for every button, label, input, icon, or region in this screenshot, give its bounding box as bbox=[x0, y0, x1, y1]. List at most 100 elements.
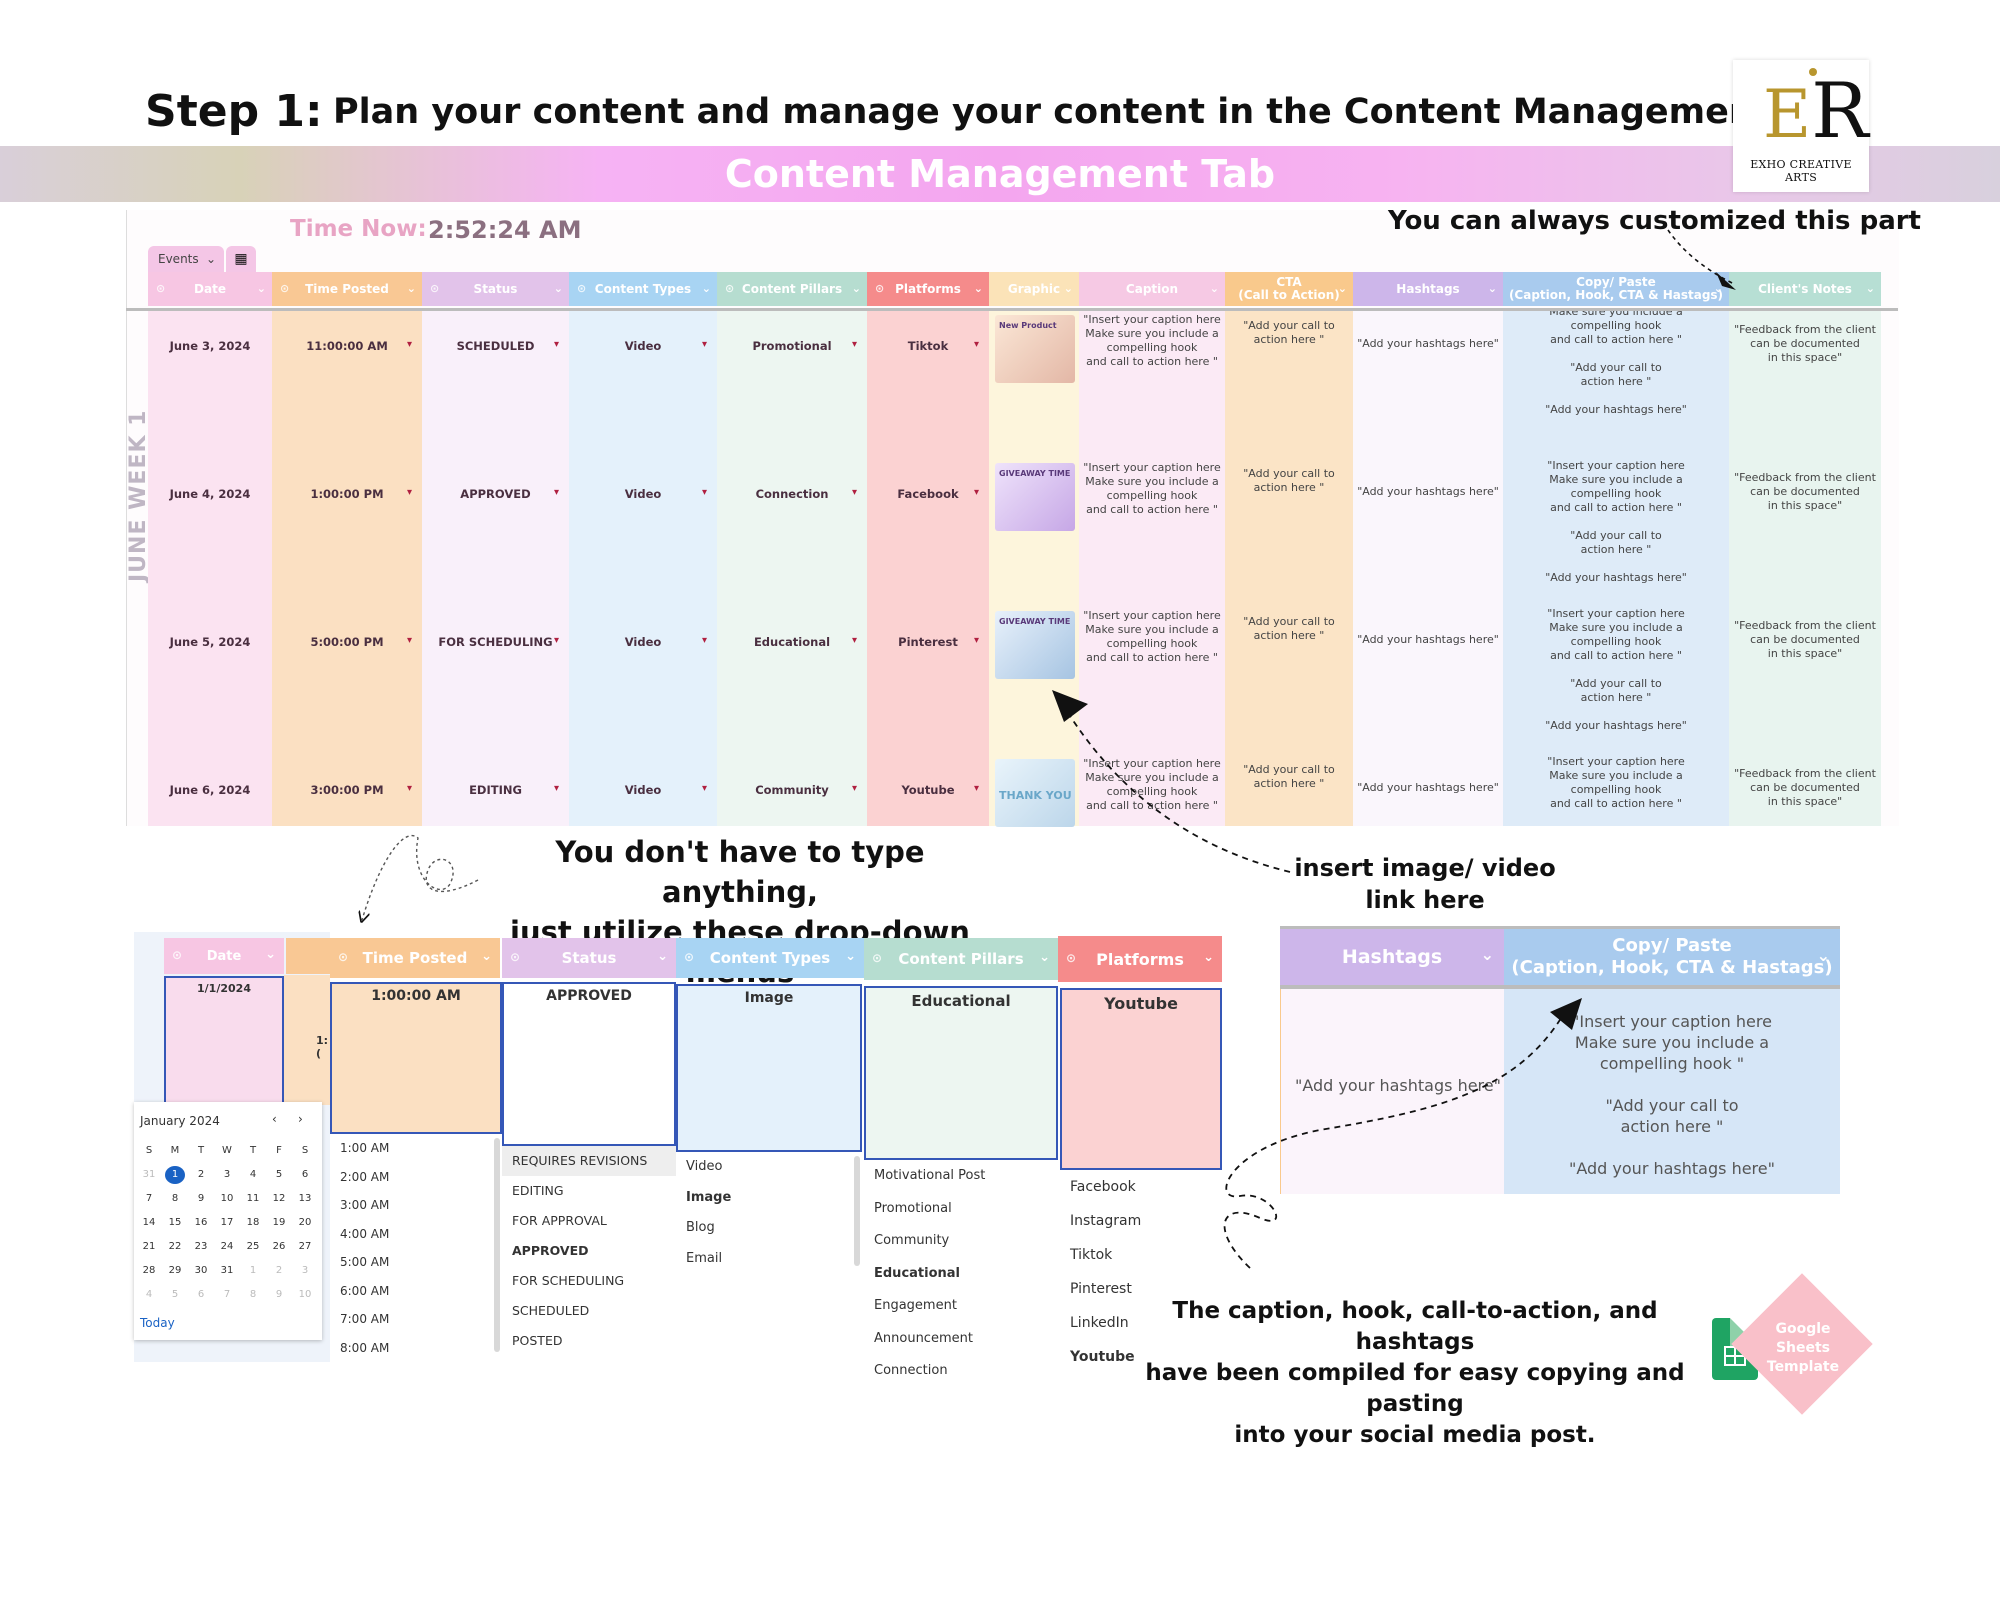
hashtags-header[interactable]: Hashtags ⌄ bbox=[1280, 929, 1504, 985]
selected-type-cell[interactable]: Image bbox=[676, 984, 862, 1152]
cell-pillar[interactable]: Community▾ bbox=[717, 783, 867, 797]
lower-header-type[interactable]: Content Types⊙⌄ bbox=[676, 938, 864, 978]
cell-platform[interactable]: Pinterest▾ bbox=[867, 635, 989, 649]
content-pillar-menu-option[interactable]: Community bbox=[874, 1233, 950, 1248]
calendar-day[interactable]: 4 bbox=[145, 1289, 153, 1300]
dropdown-arrow-icon[interactable]: ▾ bbox=[851, 635, 857, 646]
cell-cta[interactable]: "Add your call to action here " bbox=[1243, 319, 1335, 346]
dropdown-arrow-icon[interactable]: ▾ bbox=[553, 783, 559, 794]
graphic-thumbnail[interactable]: GIVEAWAY TIME bbox=[995, 463, 1075, 531]
cell-notes[interactable]: "Feedback from the client can be documen… bbox=[1734, 767, 1876, 808]
header-time[interactable]: Time Posted⊙⌄ bbox=[272, 272, 422, 306]
content-pillar-menu-option[interactable]: Announcement bbox=[874, 1330, 973, 1346]
cell-pillar[interactable]: Connection▾ bbox=[717, 487, 867, 501]
cell-caption[interactable]: "Insert your caption here Make sure you … bbox=[1083, 461, 1221, 516]
cell-time[interactable]: 5:00:00 PM▾ bbox=[272, 635, 422, 649]
dropdown-arrow-icon[interactable]: ▾ bbox=[406, 487, 412, 498]
platform-menu-option[interactable]: Pinterest bbox=[1070, 1281, 1132, 1297]
content-pillar-menu-option[interactable]: Connection bbox=[874, 1363, 948, 1378]
cell-caption[interactable]: "Insert your caption here Make sure you … bbox=[1083, 757, 1221, 812]
dropdown-arrow-icon[interactable]: ▾ bbox=[701, 783, 707, 794]
lower-header-date[interactable]: Date⊙⌄ bbox=[164, 938, 284, 974]
calendar-day[interactable]: 9 bbox=[197, 1193, 205, 1204]
calendar-day[interactable]: 29 bbox=[168, 1265, 182, 1276]
calendar-icon[interactable]: ▦ bbox=[226, 246, 256, 272]
calendar-day[interactable]: 19 bbox=[272, 1217, 286, 1228]
time-menu-option[interactable]: 6:00 AM bbox=[340, 1283, 390, 1298]
dropdown-arrow-icon[interactable]: ▾ bbox=[553, 487, 559, 498]
dropdown-arrow-icon[interactable]: ▾ bbox=[851, 339, 857, 350]
dropdown-arrow-icon[interactable]: ▾ bbox=[553, 339, 559, 350]
cell-notes[interactable]: "Feedback from the client can be documen… bbox=[1734, 323, 1876, 364]
cell-copy[interactable]: "Insert your caption here Make sure you … bbox=[1545, 607, 1687, 732]
dropdown-arrow-icon[interactable]: ▾ bbox=[973, 487, 979, 498]
content-pillar-menu-option[interactable]: Educational bbox=[874, 1265, 961, 1281]
dropdown-arrow-icon[interactable]: ▾ bbox=[701, 635, 707, 646]
cell-type[interactable]: Video▾ bbox=[569, 783, 717, 797]
scrollbar[interactable] bbox=[854, 1156, 860, 1266]
cell-type[interactable]: Video▾ bbox=[569, 339, 717, 353]
cell-platform[interactable]: Facebook▾ bbox=[867, 487, 989, 501]
header-copy[interactable]: Copy/ Paste (Caption, Hook, CTA & Hastag… bbox=[1503, 272, 1729, 306]
platform-menu-option[interactable]: Instagram bbox=[1070, 1213, 1142, 1229]
cell-hashtags[interactable]: "Add your hashtags here" bbox=[1357, 337, 1499, 350]
calendar-day[interactable]: 31 bbox=[220, 1265, 234, 1276]
calendar-day[interactable]: 7 bbox=[223, 1289, 231, 1300]
lower-header-pillar[interactable]: Content Pillars⊙⌄ bbox=[864, 938, 1058, 980]
cell-platform[interactable]: Tiktok▾ bbox=[867, 339, 989, 353]
dropdown-arrow-icon[interactable]: ▾ bbox=[701, 339, 707, 350]
status-menu-option[interactable]: FOR SCHEDULING bbox=[512, 1273, 625, 1288]
calendar-day[interactable]: 24 bbox=[220, 1241, 234, 1252]
calendar-day[interactable]: 5 bbox=[275, 1169, 283, 1180]
selected-status-cell[interactable]: APPROVED bbox=[502, 982, 676, 1146]
time-menu-option[interactable]: 5:00 AM bbox=[340, 1255, 390, 1269]
calendar-day[interactable]: 2 bbox=[197, 1169, 205, 1180]
cell-copy[interactable]: "Insert your caption here Make sure you … bbox=[1547, 755, 1685, 826]
platform-menu-option[interactable]: Youtube bbox=[1070, 1349, 1135, 1365]
time-menu-option[interactable]: 3:00 AM bbox=[340, 1198, 390, 1212]
cell-pillar[interactable]: Promotional▾ bbox=[717, 339, 867, 353]
calendar-day[interactable]: 1 bbox=[249, 1265, 257, 1276]
header-type[interactable]: Content Types⊙⌄ bbox=[569, 272, 717, 306]
calendar-day[interactable]: 2 bbox=[275, 1265, 283, 1276]
calendar-day[interactable]: 10 bbox=[298, 1289, 312, 1300]
content-pillar-menu-option[interactable]: Promotional bbox=[874, 1200, 952, 1216]
events-dropdown[interactable]: Events⌄ bbox=[148, 246, 224, 272]
calendar-day[interactable]: 8 bbox=[249, 1289, 257, 1300]
cell-copy[interactable]: Make sure you include a compelling hook … bbox=[1545, 311, 1687, 416]
scrollbar[interactable] bbox=[494, 1138, 500, 1352]
cell-status[interactable]: SCHEDULED▾ bbox=[422, 339, 569, 353]
dropdown-arrow-icon[interactable]: ▾ bbox=[851, 783, 857, 794]
platform-menu-option[interactable]: Tiktok bbox=[1070, 1247, 1113, 1263]
content-type-menu-option[interactable]: Image bbox=[686, 1189, 732, 1205]
dropdown-arrow-icon[interactable]: ▾ bbox=[973, 783, 979, 794]
cell-time[interactable]: 1:00:00 PM▾ bbox=[272, 487, 422, 501]
cell-pillar[interactable]: Educational▾ bbox=[717, 635, 867, 649]
cell-cta[interactable]: "Add your call to action here " bbox=[1243, 763, 1335, 790]
time-menu-option[interactable]: 4:00 AM bbox=[340, 1226, 390, 1241]
calendar-day[interactable]: 1 bbox=[165, 1166, 185, 1184]
calendar-day[interactable]: 9 bbox=[275, 1289, 283, 1300]
calendar-day[interactable]: 6 bbox=[197, 1289, 205, 1300]
dropdown-arrow-icon[interactable]: ▾ bbox=[406, 635, 412, 646]
calendar-day[interactable]: 20 bbox=[298, 1217, 312, 1228]
calendar-day[interactable]: 25 bbox=[246, 1241, 260, 1252]
calendar-day[interactable]: 16 bbox=[194, 1217, 208, 1228]
header-date[interactable]: Date⊙⌄ bbox=[148, 272, 272, 306]
cell-date[interactable]: June 4, 2024 bbox=[148, 487, 272, 501]
header-graphic[interactable]: Graphic⌄ bbox=[989, 272, 1079, 306]
status-menu-option[interactable]: EDITING bbox=[512, 1183, 564, 1198]
calendar-day[interactable]: 3 bbox=[223, 1169, 231, 1180]
copy-paste-header[interactable]: Copy/ Paste (Caption, Hook, CTA & Hastag… bbox=[1504, 929, 1840, 985]
content-pillar-menu-option[interactable]: Motivational Post bbox=[874, 1168, 986, 1183]
cell-date[interactable]: June 3, 2024 bbox=[148, 339, 272, 353]
status-menu-option[interactable]: FOR APPROVAL bbox=[512, 1213, 607, 1228]
calendar-day[interactable]: 21 bbox=[142, 1241, 156, 1252]
calendar-day[interactable]: 8 bbox=[171, 1193, 179, 1204]
cell-platform[interactable]: Youtube▾ bbox=[867, 783, 989, 797]
selected-platform-cell[interactable]: Youtube bbox=[1060, 988, 1222, 1170]
calendar-day[interactable]: 11 bbox=[246, 1193, 260, 1204]
dropdown-arrow-icon[interactable]: ▾ bbox=[851, 487, 857, 498]
cell-copy[interactable]: "Insert your caption here Make sure you … bbox=[1545, 459, 1687, 584]
cell-hashtags[interactable]: "Add your hashtags here" bbox=[1357, 485, 1499, 498]
